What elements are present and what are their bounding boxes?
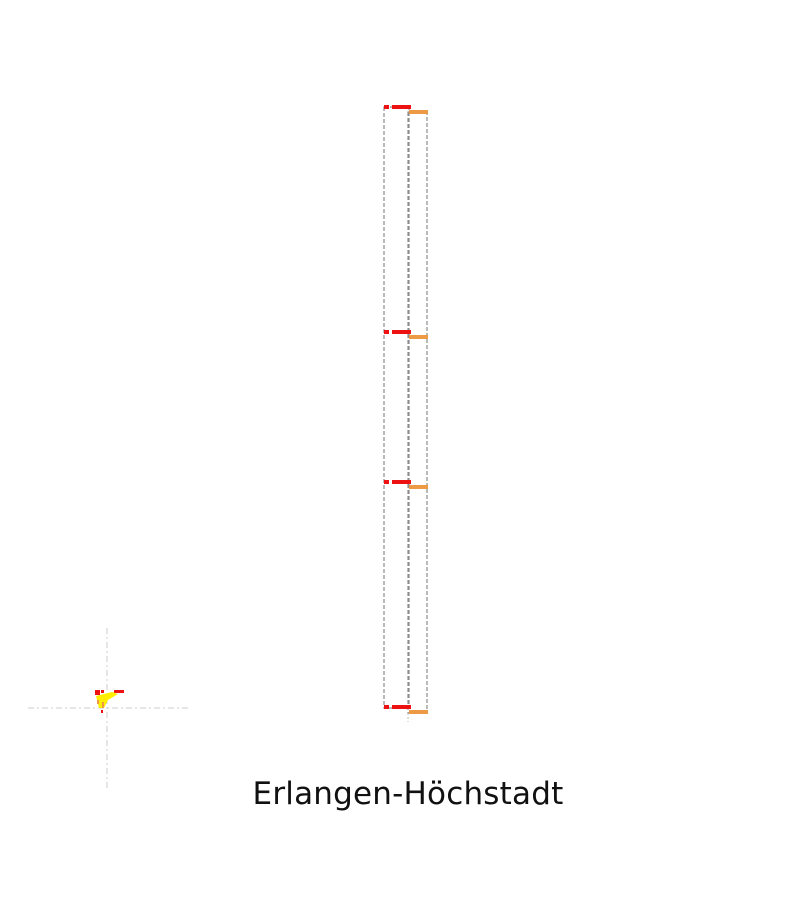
orange-marker-1 (409, 110, 428, 114)
orange-marker-3 (409, 485, 428, 489)
orange-marker-2 (409, 335, 428, 339)
orange-marker-4 (409, 710, 428, 714)
red-marker-2 (384, 330, 411, 334)
yellow-marker-cluster (95, 690, 124, 713)
left-column-outline (383, 106, 410, 709)
red-marker-3 (384, 480, 411, 484)
red-marker-1 (384, 105, 411, 109)
crosshair (28, 628, 188, 788)
red-marker-4 (384, 705, 411, 709)
orange-markers (409, 110, 428, 714)
red-markers (384, 105, 411, 709)
right-column-outline (407, 111, 428, 714)
district-caption: Erlangen-Höchstadt (252, 776, 564, 812)
